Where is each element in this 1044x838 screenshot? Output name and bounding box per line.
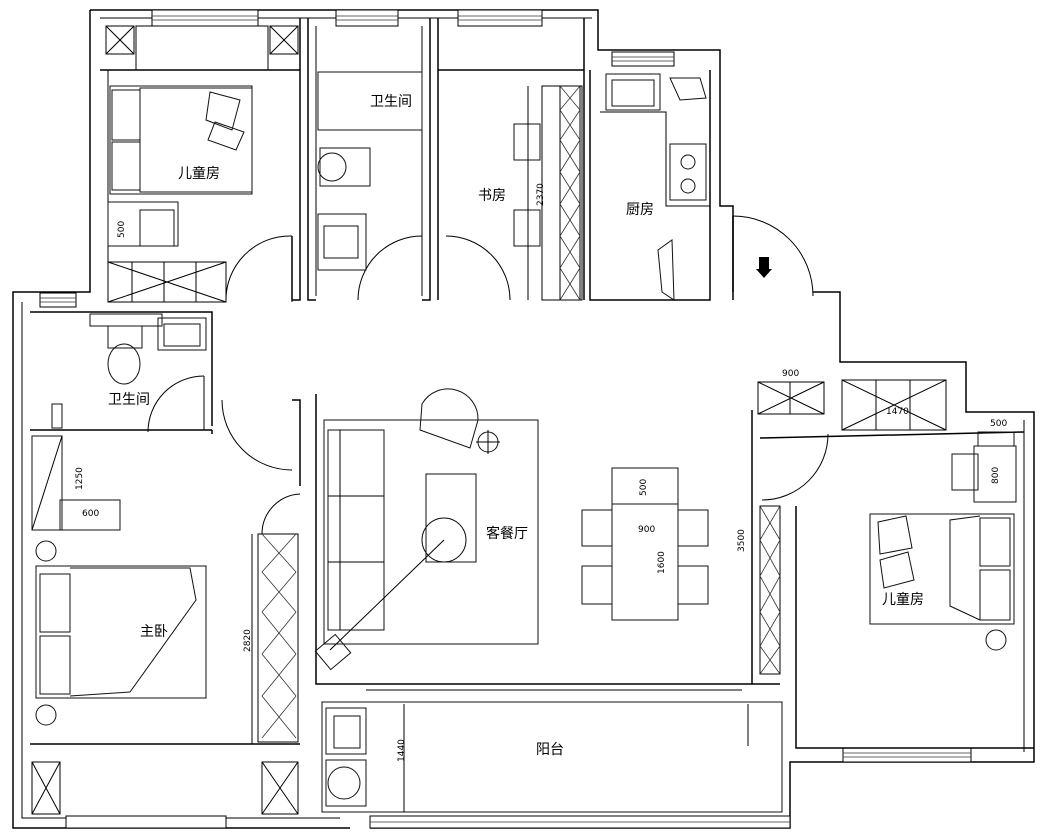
- dim-table-end: 500: [639, 479, 649, 496]
- entry-door: [732, 215, 814, 300]
- kids-room-east: [751, 379, 1034, 749]
- bathroom-left: [30, 311, 213, 433]
- dim-master-wardrobe-d: 600: [82, 509, 99, 519]
- master-bedroom: [30, 399, 301, 815]
- label-bathroom-left: 卫生间: [108, 392, 150, 408]
- dim-east-desk-w: 500: [990, 419, 1007, 429]
- dim-east-wall: 3500: [737, 529, 747, 552]
- dim-table-l: 1600: [657, 551, 667, 574]
- dim-east-cabinet: 1470: [886, 407, 909, 417]
- dim-study-cabinet: 2370: [536, 183, 546, 206]
- label-living-dining: 客餐厅: [486, 525, 528, 542]
- study: [437, 18, 585, 301]
- label-kids-room-nw: 儿童房: [178, 165, 220, 182]
- balcony: [321, 689, 783, 813]
- label-kids-room-east: 儿童房: [882, 591, 924, 608]
- dim-east-desk-d: 800: [991, 467, 1001, 484]
- kitchen: [589, 70, 711, 301]
- windows: [39, 9, 972, 829]
- label-study: 书房: [478, 188, 506, 204]
- dim-master-wardrobe-w: 1250: [75, 467, 85, 490]
- living-dining: [314, 388, 752, 685]
- label-master-bedroom: 主卧: [140, 624, 168, 640]
- dimension-labels: 500 2370 1250 600 2820 500 900 1600 900 …: [75, 183, 1007, 762]
- dim-table-w: 900: [638, 525, 655, 535]
- outer-walls: [12, 9, 1035, 829]
- dim-master-closet: 2820: [243, 629, 253, 652]
- dim-kids-desk-depth: 500: [117, 221, 127, 238]
- label-bathroom-top: 卫生间: [370, 94, 412, 110]
- dim-entry-cabinet-w: 900: [782, 369, 799, 379]
- label-balcony: 阳台: [536, 742, 564, 758]
- kids-room-nw: [100, 18, 301, 303]
- label-kitchen: 厨房: [626, 202, 654, 218]
- dim-balcony-depth: 1440: [397, 739, 407, 762]
- bathroom-top: [307, 18, 431, 301]
- room-labels: 儿童房 卫生间 书房 厨房 卫生间 客餐厅 主卧 儿童房 阳台: [108, 94, 924, 758]
